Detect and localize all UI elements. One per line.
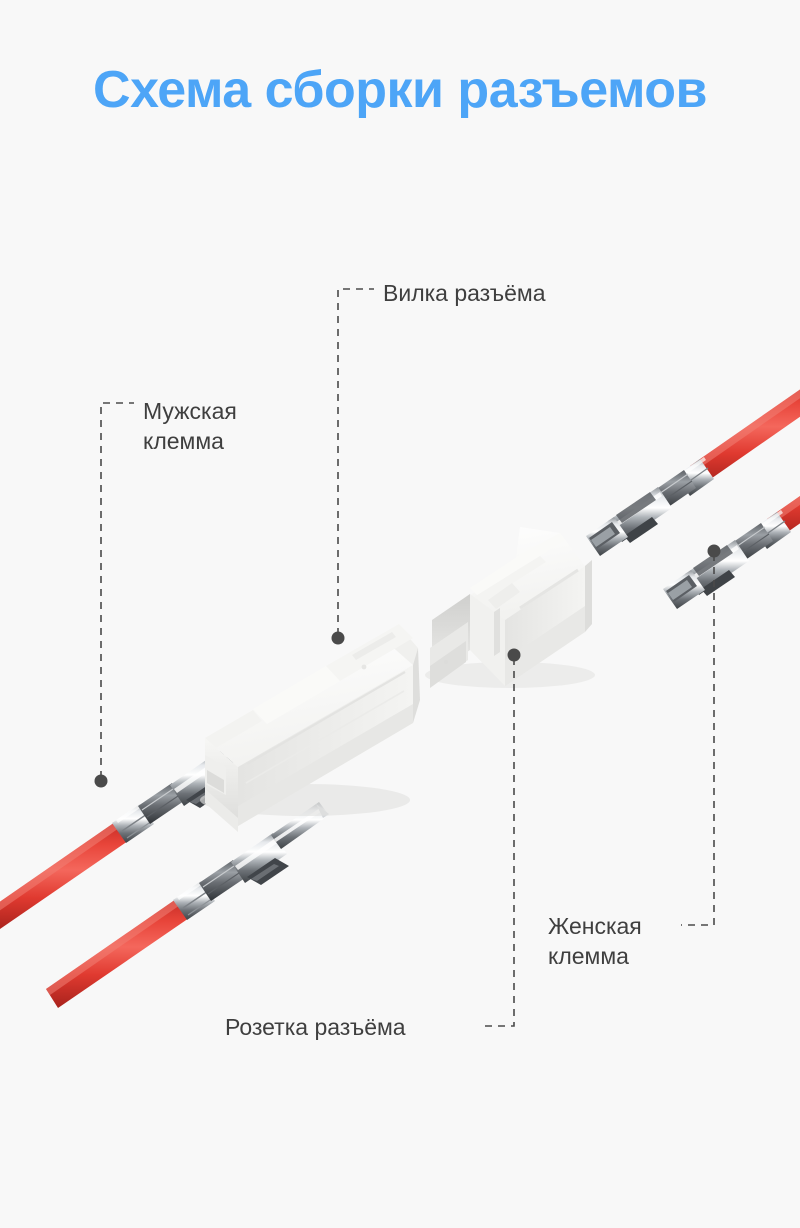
leader-line-female-terminal bbox=[681, 554, 715, 926]
callout-label-socket: Розетка разъёма bbox=[225, 1014, 406, 1040]
leader-dot-socket bbox=[507, 648, 521, 662]
callout-label-male-terminal: Мужская клемма bbox=[143, 398, 237, 454]
leader-dot-female-terminal bbox=[707, 544, 721, 558]
plug-housing bbox=[200, 624, 420, 832]
leader-line-plug bbox=[337, 288, 374, 635]
callout-label-plug: Вилка разъёма bbox=[383, 280, 546, 306]
female-terminal-group bbox=[586, 389, 800, 609]
leader-dot-male-terminal bbox=[94, 774, 108, 788]
socket-housing bbox=[425, 527, 595, 688]
leader-dot-plug bbox=[331, 631, 345, 645]
leader-line-socket bbox=[482, 658, 515, 1027]
leader-line-male-terminal bbox=[100, 402, 134, 778]
callout-label-female-terminal: Женская клемма bbox=[548, 913, 642, 969]
page-title: Схема сборки разъемов bbox=[93, 61, 707, 119]
